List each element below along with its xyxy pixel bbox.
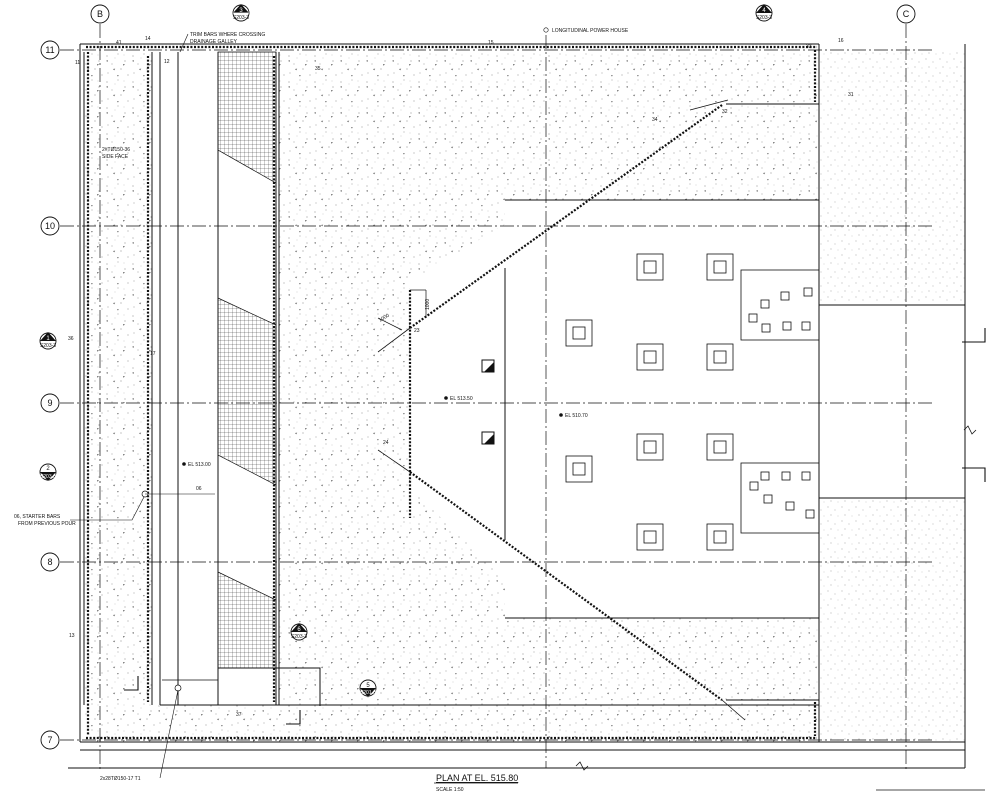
svg-text:24: 24	[383, 440, 389, 446]
grid-bubble-10: 10	[40, 216, 60, 236]
svg-text:34: 34	[652, 117, 658, 123]
svg-text:5: 5	[366, 683, 370, 689]
wall-outlines	[68, 43, 966, 769]
bar-marks: 41 14 12 15 16 33 35 31 32 34 36 17 06 2…	[68, 36, 854, 718]
grid-bubble-11: 11	[40, 40, 60, 60]
break-marks	[575, 425, 977, 771]
drawing-title: PLAN AT EL. 515.80	[436, 773, 518, 783]
svg-text:35: 35	[315, 66, 321, 72]
svg-text:S203-3: S203-3	[756, 15, 772, 21]
svg-text:14: 14	[145, 36, 151, 42]
svg-text:31: 31	[848, 92, 854, 98]
title-block: PLAN AT EL. 515.80 SCALE 1:50	[434, 773, 985, 793]
note-trim-bars: TRIM BARS WHERE CROSSING	[190, 32, 265, 38]
section-marker-5: 5 S201-3	[359, 679, 377, 697]
grid-bubbles: B C 11 10 9 8 7	[40, 4, 916, 750]
svg-text:S203-3: S203-3	[291, 634, 307, 640]
concrete-hatch	[84, 52, 965, 742]
equipment-pads	[481, 253, 820, 551]
svg-text:EL 513.50: EL 513.50	[450, 396, 473, 402]
svg-text:S203-3: S203-3	[40, 343, 56, 349]
svg-text:6: 6	[297, 627, 301, 633]
grid-bubble-c: C	[896, 4, 916, 24]
note-starter-1: 06, STARTER BARS	[14, 514, 61, 520]
svg-text:S203-3: S203-3	[40, 474, 56, 480]
svg-text:9: 9	[47, 398, 52, 408]
section-markers: 3 S203-3 4 S203-3 1 S203-3 2 S203-3 6 S2…	[39, 4, 773, 697]
note-side-face-1: 2#TØ150-36	[102, 147, 130, 153]
svg-text:4: 4	[762, 8, 766, 14]
svg-text:32: 32	[722, 109, 728, 115]
svg-text:11: 11	[45, 45, 54, 55]
cut-arrows	[124, 328, 986, 725]
svg-text:1: 1	[46, 336, 50, 342]
svg-text:3: 3	[239, 8, 243, 14]
svg-text:EL 513.00: EL 513.00	[188, 462, 211, 468]
svg-text:06: 06	[196, 486, 202, 492]
dimension-lines	[377, 289, 427, 331]
svg-text:13: 13	[69, 633, 75, 639]
svg-text:33: 33	[806, 44, 812, 50]
gridlines	[60, 24, 935, 770]
svg-text:23: 23	[414, 328, 420, 334]
svg-text:17: 17	[150, 351, 156, 357]
grid-bubble-7: 7	[40, 730, 60, 750]
note-bottom-bars: 2x28TØ150-17 T1	[100, 776, 141, 782]
svg-text:S201-3: S201-3	[360, 690, 376, 696]
section-marker-2: 2 S203-3	[39, 463, 57, 481]
svg-text:12: 12	[164, 59, 170, 65]
svg-text:10: 10	[45, 221, 55, 231]
svg-text:B: B	[97, 9, 103, 19]
svg-text:8: 8	[47, 557, 52, 567]
drawing-scale: SCALE 1:50	[436, 787, 464, 793]
note-powerhouse-cl: LONGITUDINAL POWER HOUSE	[552, 28, 629, 34]
svg-text:36: 36	[68, 336, 74, 342]
dim-label-diagonal: 1000	[378, 313, 391, 324]
svg-text:16: 16	[838, 38, 844, 44]
construction-lines	[162, 99, 746, 721]
svg-text:7: 7	[47, 735, 52, 745]
note-starter-2: FROM PREVIOUS POUR	[18, 521, 76, 527]
dim-label-vertical: 1000	[425, 299, 431, 310]
grid-bubble-b: B	[90, 4, 110, 24]
note-side-face-2: SIDE FACE	[102, 154, 129, 160]
svg-text:37: 37	[236, 712, 242, 718]
reinforcement-bars	[86, 45, 817, 740]
svg-text:15: 15	[488, 40, 494, 46]
section-marker-4: 4 S203-3	[755, 4, 773, 22]
notes: TRIM BARS WHERE CROSSING DRAINAGE GALLEY…	[14, 27, 629, 782]
svg-text:11: 11	[75, 60, 80, 66]
section-marker-3: 3 S203-3	[232, 4, 250, 22]
svg-text:EL 510.70: EL 510.70	[565, 413, 588, 419]
grid-bubble-9: 9	[40, 393, 60, 413]
grid-bubble-8: 8	[40, 552, 60, 572]
gallery-mesh	[217, 51, 277, 669]
note-drainage-gallery: DRAINAGE GALLEY	[190, 39, 238, 45]
svg-text:2: 2	[46, 466, 50, 472]
svg-text:S203-3: S203-3	[233, 15, 249, 21]
section-marker-1: 1 S203-3	[39, 332, 57, 350]
svg-text:C: C	[903, 9, 910, 19]
section-marker-6: 6 S203-3	[290, 623, 308, 641]
elevation-labels: EL 513.00 EL 513.50 EL 510.70	[182, 396, 588, 468]
svg-text:41: 41	[116, 40, 122, 46]
